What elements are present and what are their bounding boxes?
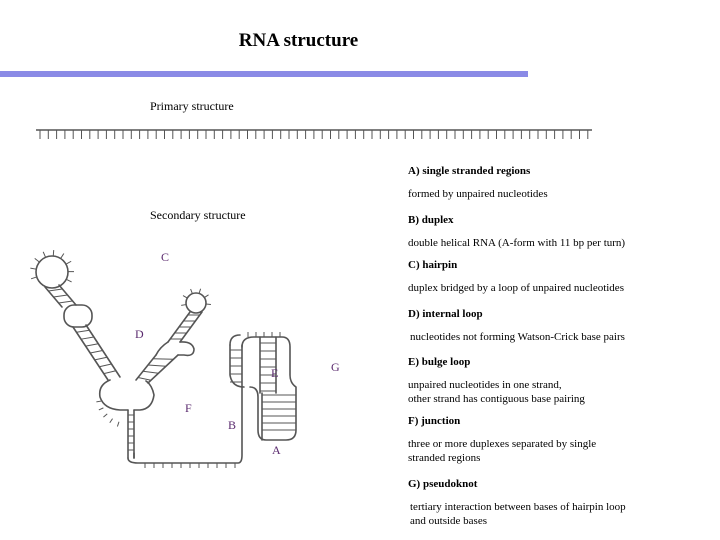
label-d: D bbox=[135, 327, 144, 341]
legend-description-f-line-1: three or more duplexes separated by sing… bbox=[408, 438, 597, 450]
legend-heading-e: E) bulge loop bbox=[408, 356, 471, 368]
legend-heading-a: A) single stranded regions bbox=[408, 165, 531, 177]
legend-description-b: double helical RNA (A-form with 11 bp pe… bbox=[408, 237, 626, 249]
legend-description-d: nucleotides not forming Watson-Crick bas… bbox=[410, 331, 625, 343]
legend-description-e-line-2: other strand has contiguous base pairing bbox=[408, 393, 585, 405]
legend-heading-g: G) pseudoknot bbox=[408, 478, 478, 490]
secondary-structure-diagram bbox=[30, 250, 297, 468]
legend-heading-d: D) internal loop bbox=[408, 308, 483, 320]
primary-structure-strand bbox=[36, 129, 592, 139]
legend-heading-b: B) duplex bbox=[408, 214, 454, 226]
label-g: G bbox=[331, 360, 340, 374]
legend-description-c: duplex bridged by a loop of unpaired nuc… bbox=[408, 282, 624, 294]
legend-description-a: formed by unpaired nucleotides bbox=[408, 188, 548, 200]
page-title: RNA structure bbox=[238, 30, 359, 51]
label-f: F bbox=[185, 401, 192, 415]
secondary-structure-label: Secondary structure bbox=[150, 208, 246, 222]
title-underline bbox=[0, 71, 528, 77]
label-e: E bbox=[271, 366, 279, 380]
legend-description-e-line-1: unpaired nucleotides in one strand, bbox=[408, 379, 562, 391]
legend-heading-c: C) hairpin bbox=[408, 259, 458, 271]
legend-description-g-line-2: and outside bases bbox=[410, 515, 487, 527]
legend-heading-f: F) junction bbox=[408, 415, 461, 427]
label-b: B bbox=[228, 418, 237, 432]
label-c: C bbox=[161, 250, 170, 264]
legend-description-g-line-1: tertiary interaction between bases of ha… bbox=[410, 501, 626, 513]
label-a: A bbox=[272, 443, 281, 457]
legend-description-f-line-2: stranded regions bbox=[408, 452, 481, 464]
primary-structure-label: Primary structure bbox=[150, 99, 234, 113]
